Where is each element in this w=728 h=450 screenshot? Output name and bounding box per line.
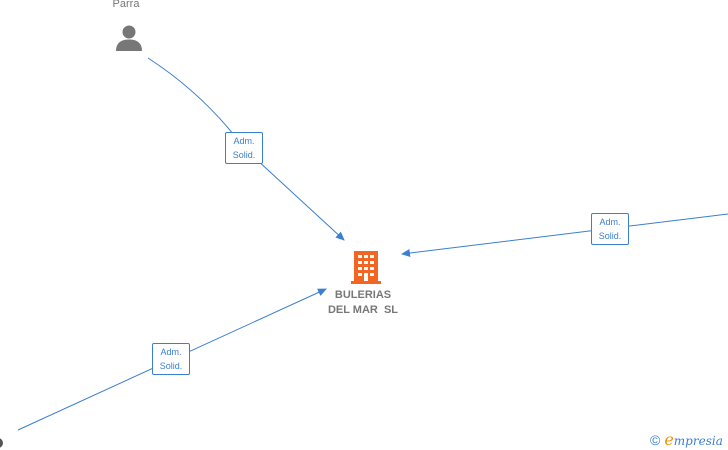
- relation-label: Adm. Solid.: [225, 132, 263, 164]
- relation-label-type: Solid.: [598, 231, 622, 241]
- company-name-line1: BULERIAS: [334, 289, 392, 301]
- relation-label-role: Adm.: [599, 217, 621, 227]
- edge-right-to-company: [401, 213, 728, 257]
- copyright-symbol: ©: [650, 432, 661, 448]
- relation-label-role: Adm.: [160, 347, 182, 357]
- person-icon[interactable]: [114, 24, 144, 52]
- relation-label-role: Adm.: [233, 136, 255, 146]
- empresia-brand: ©empresia: [650, 430, 723, 449]
- building-icon[interactable]: [351, 250, 381, 284]
- relation-label: Adm. Solid.: [591, 213, 629, 245]
- person-name[interactable]: Parra: [112, 0, 140, 10]
- relation-label: Adm. Solid.: [152, 343, 190, 375]
- relation-label-type: Solid.: [159, 361, 183, 371]
- company-name-line2: DEL MAR SL: [327, 304, 399, 316]
- brand-logo-text: mpresia: [673, 434, 723, 448]
- relation-label-type: Solid.: [232, 150, 256, 160]
- company-name[interactable]: BULERIAS DEL MAR SL: [303, 288, 423, 318]
- partial-node-icon: [0, 438, 3, 448]
- brand-logo-initial: e: [664, 430, 674, 449]
